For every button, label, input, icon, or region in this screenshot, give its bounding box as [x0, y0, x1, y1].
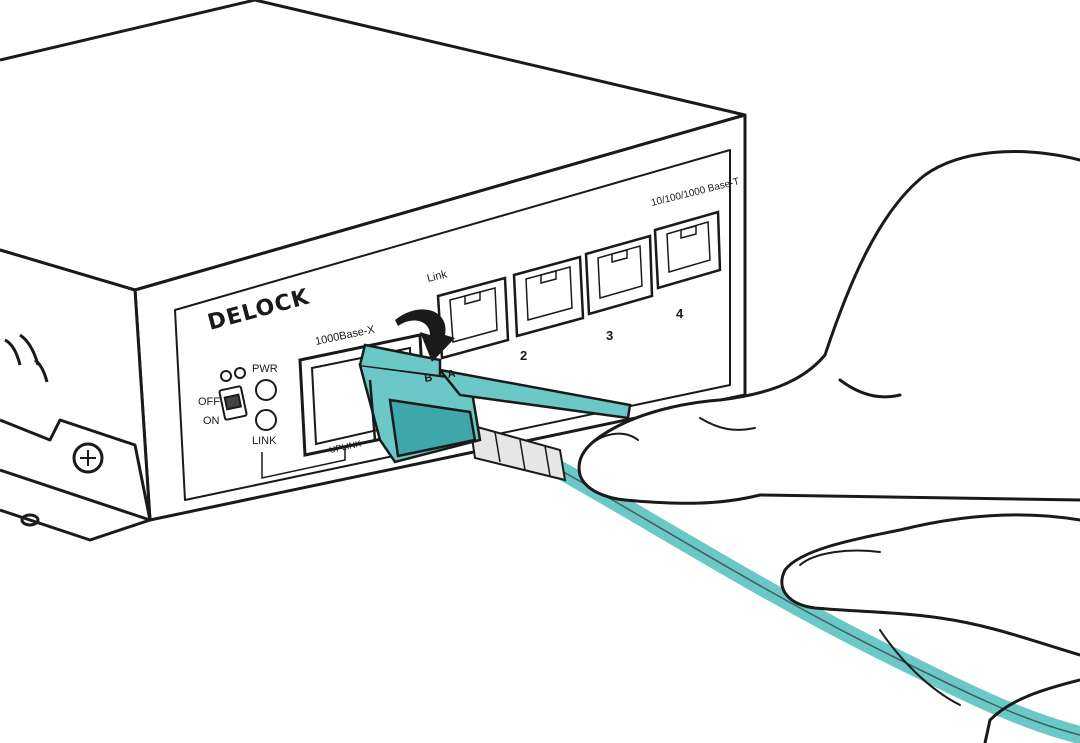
hand-illustration: [577, 150, 1080, 743]
switch-off-label: OFF: [198, 396, 220, 408]
lc-duplex-connector[interactable]: [358, 343, 632, 464]
uplink-bracket-line: [261, 445, 346, 479]
rj45-port-4[interactable]: [653, 210, 722, 290]
port-number-2: 2: [520, 348, 527, 363]
pwr-led-label: PWR: [252, 363, 278, 375]
link-led-label: LINK: [252, 435, 277, 447]
pwr-led: [255, 379, 277, 401]
link-label: Link: [426, 268, 449, 285]
rj45-port-1[interactable]: [436, 276, 510, 360]
port-number-4: 4: [676, 306, 684, 321]
switch-on-label: ON: [203, 415, 220, 427]
power-switch[interactable]: [218, 367, 248, 421]
connector-boot: [468, 423, 567, 482]
link-led: [255, 409, 277, 431]
connector-tab-a: A: [446, 368, 456, 381]
port-number-3: 3: [606, 328, 613, 343]
insert-arrow-icon: [395, 309, 455, 362]
connector-tab-b: B: [423, 372, 433, 385]
rj45-port-2[interactable]: [512, 255, 585, 338]
rj45-port-3[interactable]: [584, 234, 654, 316]
